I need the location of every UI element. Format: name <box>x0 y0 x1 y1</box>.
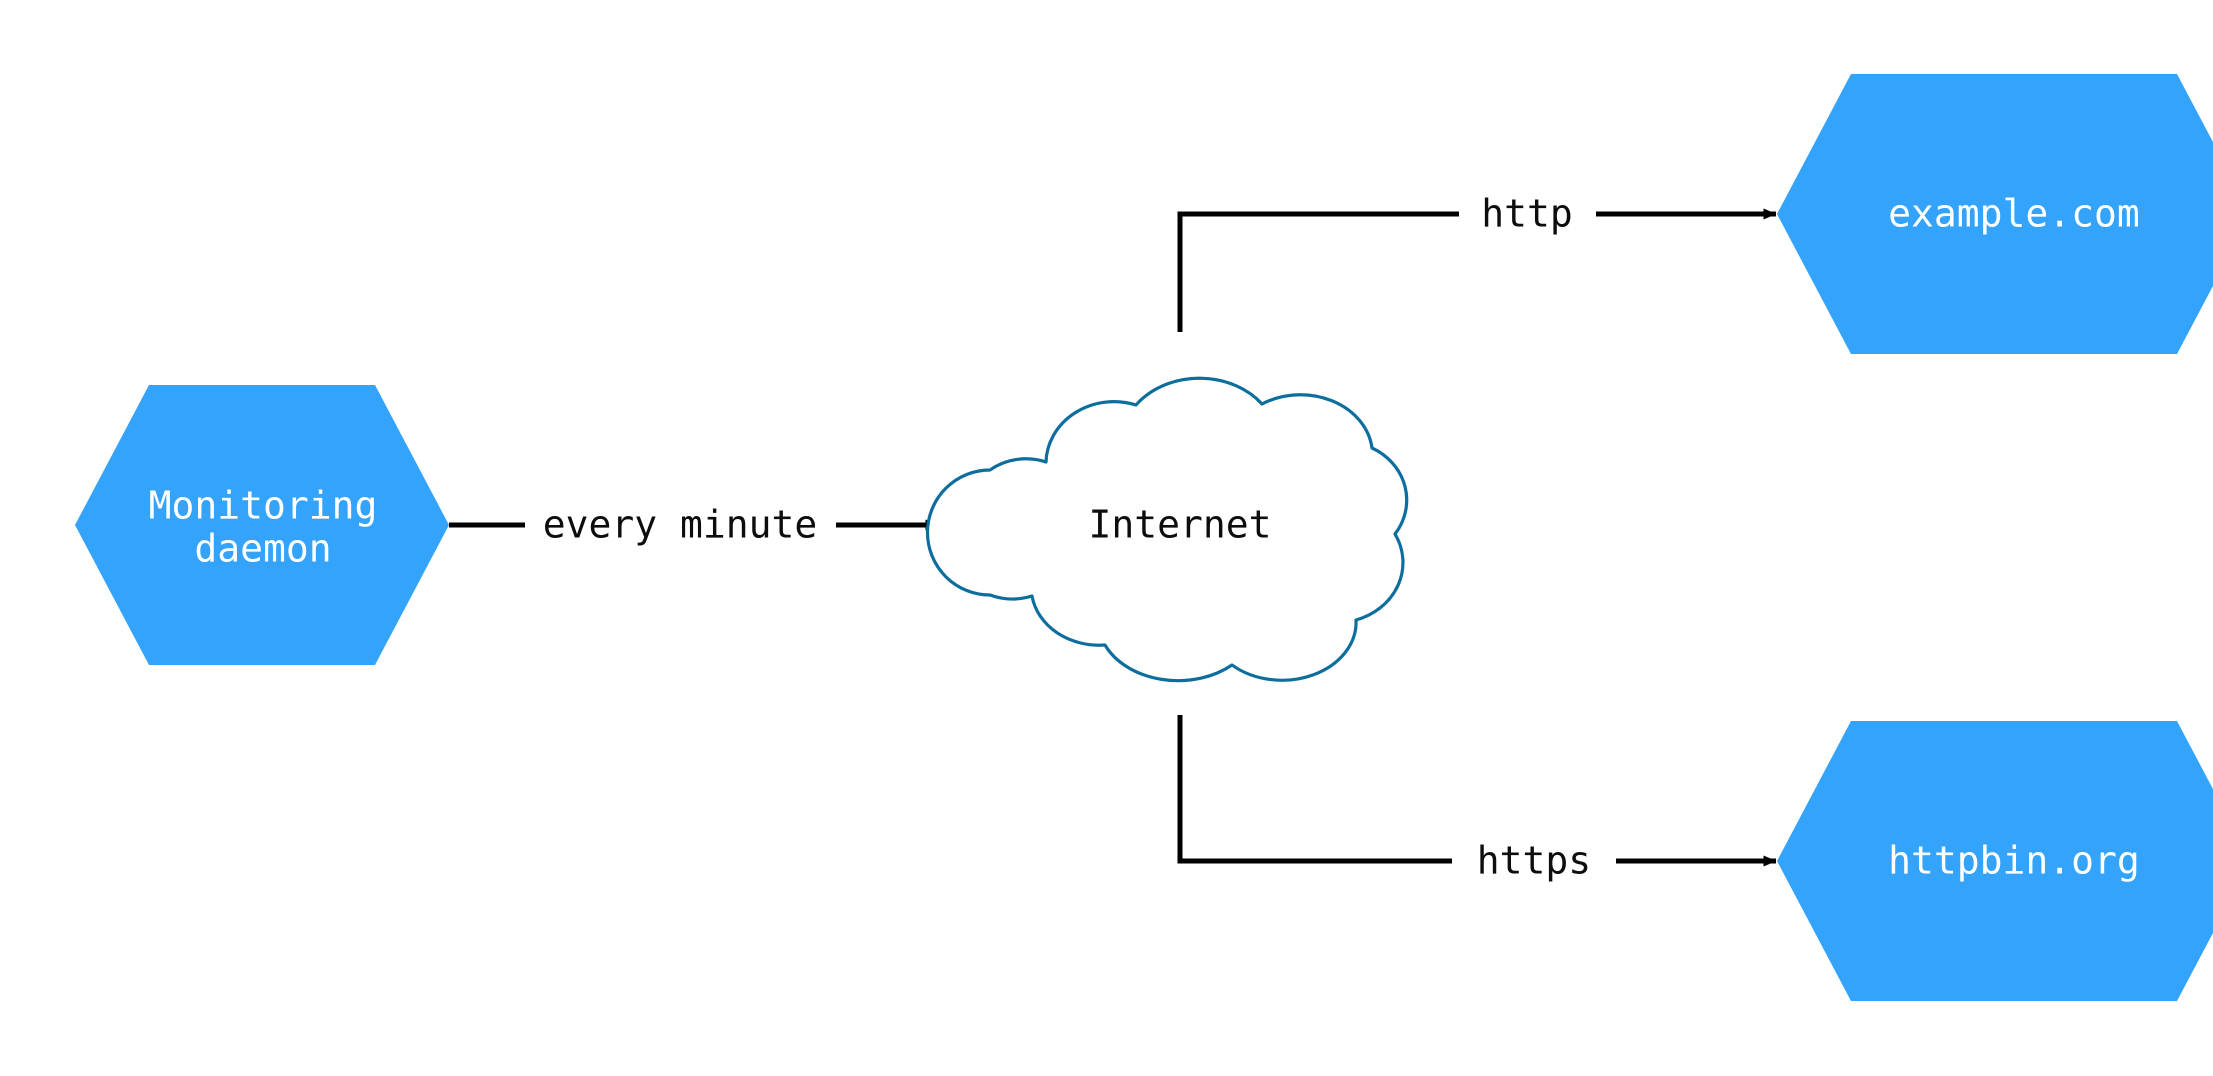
node-example-com[interactable]: example.com <box>1777 74 2213 354</box>
node-httpbin-org[interactable]: httpbin.org <box>1777 721 2213 1001</box>
cloud-shape-internet <box>925 376 1409 683</box>
edge-daemon-to-internet[interactable]: every minute <box>449 503 939 547</box>
edge-internet-to-httpbin-elbow <box>1177 715 1452 864</box>
node-label-monitoring-daemon-line2: daemon <box>194 527 331 571</box>
node-monitoring-daemon[interactable]: Monitoring daemon <box>75 385 449 665</box>
node-label-internet: Internet <box>1088 503 1271 547</box>
hexagon-shape-monitoring-daemon <box>75 385 449 665</box>
hexagon-shape-httpbin-org <box>1777 721 2213 1001</box>
node-label-example-com: example.com <box>1888 192 2140 236</box>
edge-label-https: https <box>1477 839 1591 883</box>
edge-label-every-minute: every minute <box>543 503 818 547</box>
node-label-httpbin-org: httpbin.org <box>1888 839 2140 883</box>
edge-internet-to-example-elbow <box>1177 211 1459 332</box>
node-label-monitoring-daemon-line1: Monitoring <box>149 484 378 528</box>
edge-internet-to-httpbin[interactable]: https <box>1177 715 1777 883</box>
hexagon-shape-example-com <box>1777 74 2213 354</box>
node-internet[interactable]: Internet <box>925 376 1409 683</box>
edge-label-http: http <box>1481 192 1573 236</box>
edge-internet-to-example[interactable]: http <box>1177 192 1777 333</box>
